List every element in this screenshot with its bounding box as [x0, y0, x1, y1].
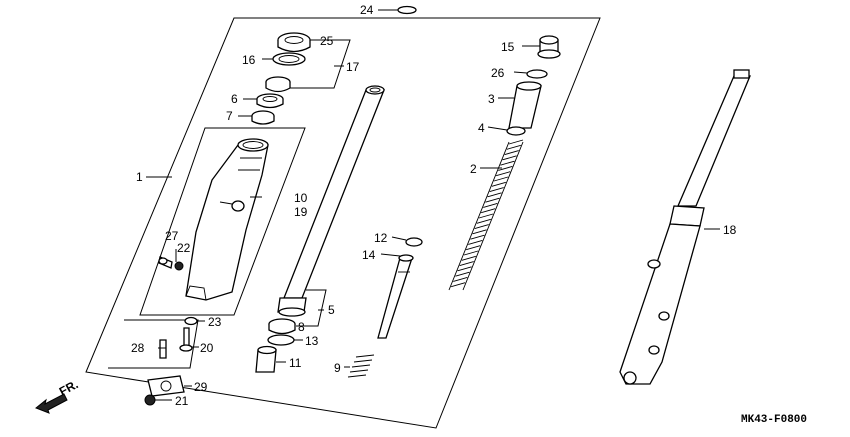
label-10: 10: [294, 191, 308, 205]
part-16-washer: [272, 52, 306, 66]
part-22-washer: [174, 261, 184, 271]
part-8-bushing: [268, 318, 296, 335]
part-25-nut: [277, 32, 311, 53]
part-21-nut: [144, 394, 156, 406]
part-9-rebound-spring: [347, 354, 375, 378]
label-29: 29: [194, 380, 208, 394]
label-16: 16: [242, 53, 256, 67]
part-labels: 24 25 16 17 6 7 1 10 19 27 22 23 28 20 2…: [131, 3, 737, 408]
part-27-bolt: [158, 256, 173, 269]
label-9: 9: [334, 361, 341, 375]
part-23-oring: [184, 316, 198, 326]
part-11-oil-lock-piece: [255, 345, 277, 373]
leader-lines: [146, 9, 720, 401]
label-19: 19: [294, 205, 308, 219]
label-7: 7: [226, 109, 233, 123]
label-3: 3: [488, 92, 495, 106]
label-26: 26: [491, 66, 505, 80]
label-28: 28: [131, 341, 145, 355]
label-25: 25: [320, 34, 334, 48]
label-23: 23: [208, 315, 222, 329]
part-6-bearing: [256, 93, 284, 109]
label-15: 15: [501, 40, 515, 54]
part-3-spacer: [508, 81, 542, 129]
label-22: 22: [177, 241, 191, 255]
part-17-bearing-race: [265, 76, 291, 93]
diagram-code: MK43-F0800: [741, 414, 807, 426]
label-21: 21: [175, 394, 189, 408]
label-6: 6: [231, 92, 238, 106]
label-1: 1: [136, 170, 143, 184]
part-28-stud: [159, 339, 167, 359]
front-direction-arrow-icon: [35, 393, 68, 414]
label-14: 14: [362, 248, 376, 262]
label-27: 27: [165, 229, 179, 243]
part-14-damper-rod: [377, 254, 414, 339]
part-5-fork-tube: [277, 85, 385, 317]
part-10-fork-slider: [185, 138, 269, 301]
part-13-washer: [267, 334, 295, 346]
part-24-washer: [397, 5, 417, 15]
label-11: 11: [289, 356, 302, 370]
label-4: 4: [478, 121, 485, 135]
label-5: 5: [328, 303, 335, 317]
part-26-oring: [526, 69, 548, 79]
part-2-fork-spring: [448, 139, 524, 291]
label-8: 8: [298, 320, 305, 334]
inner-assembly-frame: [139, 127, 306, 316]
label-24: 24: [360, 3, 374, 17]
label-17: 17: [346, 60, 360, 74]
assembly-frame-outline: [85, 17, 601, 429]
part-12-ring: [405, 237, 423, 247]
part-15-fork-cap: [537, 35, 561, 59]
bracket-frame: [108, 319, 199, 369]
part-7-seal: [251, 110, 275, 125]
label-2: 2: [470, 162, 477, 176]
part-20-bolt: [179, 327, 193, 352]
part-29-axle-clamp: [147, 375, 185, 397]
label-12: 12: [374, 231, 388, 245]
label-20: 20: [200, 341, 214, 355]
label-18: 18: [723, 223, 737, 237]
part-4-washer: [506, 126, 526, 136]
part-18-fork-assembly: [619, 69, 751, 385]
label-13: 13: [305, 334, 319, 348]
